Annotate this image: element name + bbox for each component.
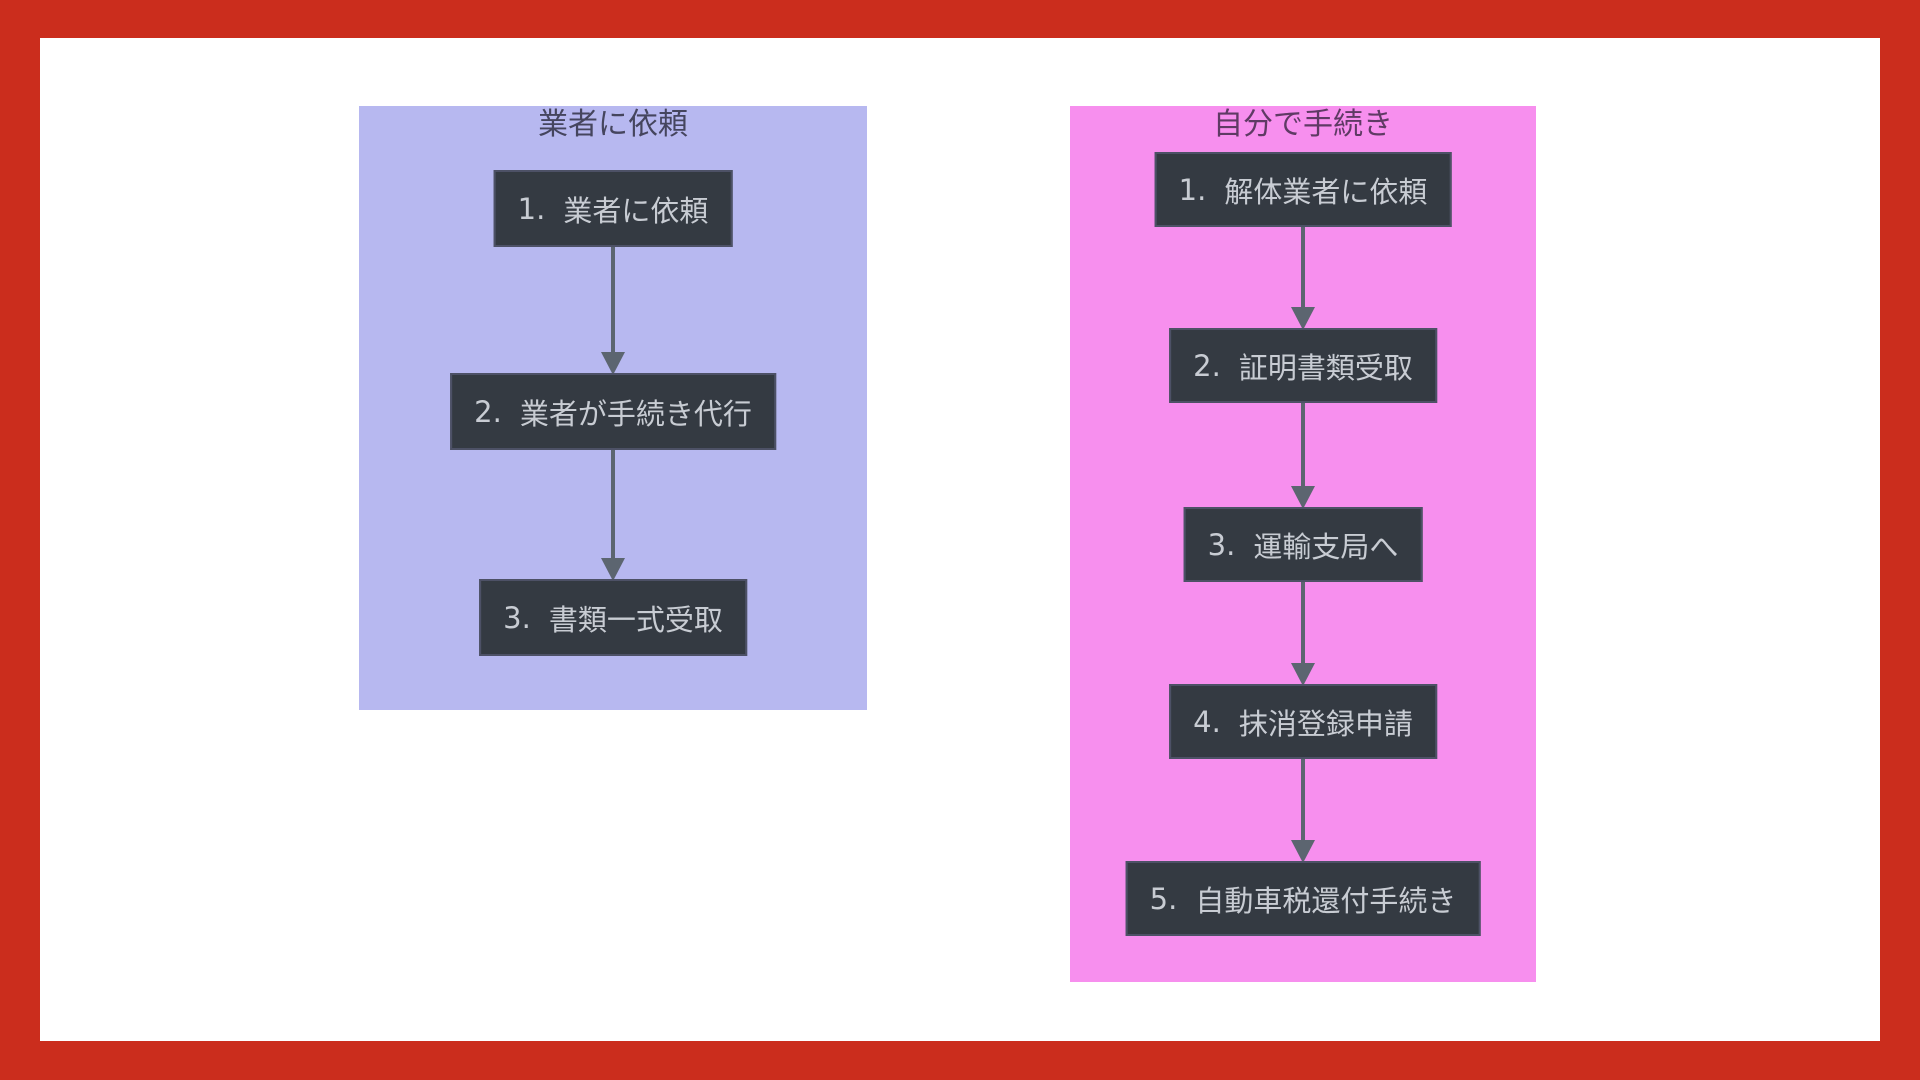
node-label: 運輸支局へ	[1253, 529, 1399, 564]
flow-node-self-3: 3. 運輸支局へ	[1183, 507, 1423, 582]
node-label: 解体業者に依頼	[1224, 174, 1428, 209]
flow-node-self-4: 4. 抹消登録申請	[1169, 684, 1437, 759]
arrowhead-icon	[1291, 663, 1315, 686]
node-label: 抹消登録申請	[1238, 706, 1413, 741]
arrow-line	[1301, 227, 1305, 312]
subgraph-title-contractor: 業者に依頼	[538, 107, 688, 142]
arrow-line	[611, 450, 615, 563]
flow-node-self-5: 5. 自動車税還付手続き	[1125, 861, 1481, 936]
node-number: 2.	[1193, 348, 1221, 383]
node-number: 1.	[1178, 172, 1207, 207]
node-number: 4.	[1193, 704, 1221, 739]
arrowhead-icon	[1291, 486, 1315, 509]
flow-arrow-contractor-2	[601, 450, 625, 581]
flow-node-contractor-2: 2. 業者が手続き代行	[450, 373, 776, 450]
arrowhead-icon	[601, 558, 625, 581]
node-label: 書類一式受取	[548, 602, 723, 637]
subgraph-title-self: 自分で手続き	[1213, 107, 1393, 142]
arrowhead-icon	[1291, 840, 1315, 863]
flow-node-self-1: 1. 解体業者に依頼	[1154, 152, 1452, 227]
node-label: 自動車税還付手続き	[1195, 883, 1457, 918]
flow-arrow-self-1	[1291, 227, 1315, 330]
flow-arrow-self-4	[1291, 759, 1315, 863]
node-label: 業者が手続き代行	[519, 396, 752, 431]
node-label: 業者に依頼	[563, 193, 709, 228]
arrow-line	[1301, 759, 1305, 845]
node-label: 証明書類受取	[1238, 350, 1413, 385]
node-number: 2.	[474, 394, 502, 429]
node-number: 1.	[517, 191, 546, 226]
arrow-line	[611, 247, 615, 357]
arrow-line	[1301, 403, 1305, 491]
arrow-line	[1301, 582, 1305, 668]
flow-node-self-2: 2. 証明書類受取	[1169, 328, 1437, 403]
flow-arrow-self-2	[1291, 403, 1315, 509]
flow-node-contractor-3: 3. 書類一式受取	[479, 579, 747, 656]
node-number: 5.	[1149, 881, 1178, 916]
arrowhead-icon	[601, 352, 625, 375]
flow-arrow-contractor-1	[601, 247, 625, 375]
arrowhead-icon	[1291, 307, 1315, 330]
flow-arrow-self-3	[1291, 582, 1315, 686]
node-number: 3.	[503, 600, 531, 635]
node-number: 3.	[1207, 527, 1236, 562]
flow-node-contractor-1: 1. 業者に依頼	[493, 170, 733, 247]
subgraph-contractor: 業者に依頼 1. 業者に依頼 2. 業者が手続き代行 3. 書類一式受取	[359, 106, 867, 710]
